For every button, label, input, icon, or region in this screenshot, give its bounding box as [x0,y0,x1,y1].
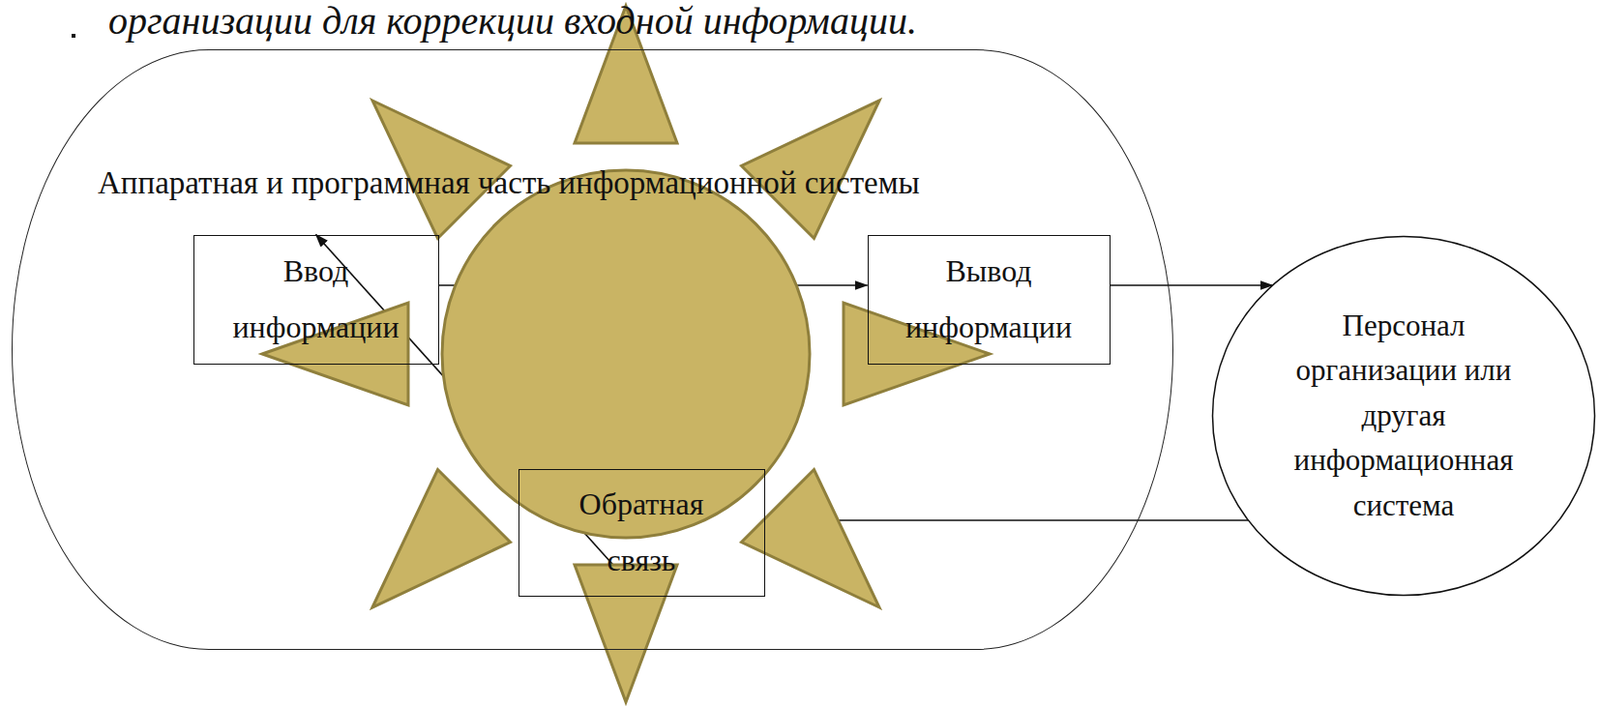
note-text: организации для коррекции входной информ… [108,0,918,43]
flow-arrow [1110,284,1274,287]
actor-circle: Персонал организации или другая информац… [1211,235,1597,597]
system-boundary: Аппаратная и программная часть информаци… [11,49,1174,651]
boundary-heading: Аппаратная и программная часть информаци… [97,164,920,204]
process-box: Обратная связь [518,469,766,597]
process-box: Вывод информации [867,235,1111,365]
node-text: Ввод информации [224,243,409,356]
node-text: Персонал организации или другая информац… [1273,303,1535,530]
bullet-dot [71,33,76,38]
node-text: Обратная связь [563,476,719,589]
process-box: Ввод информации [193,235,440,365]
node-text: Вывод информации [896,243,1081,356]
sun-rays [262,5,990,703]
sun-disc [442,170,810,538]
